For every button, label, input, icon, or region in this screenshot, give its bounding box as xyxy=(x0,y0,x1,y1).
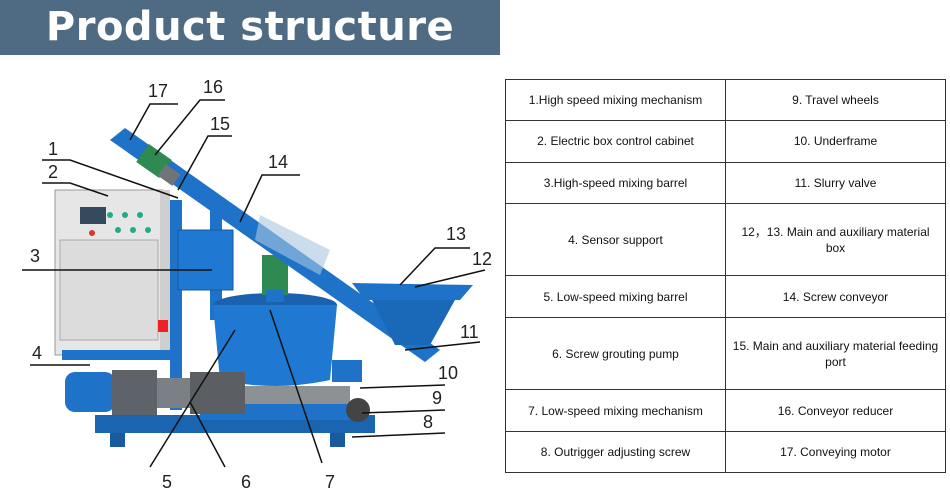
table-cell: 2. Electric box control cabinet xyxy=(505,120,726,163)
callout-7: 7 xyxy=(325,472,335,492)
callout-leaders xyxy=(22,99,486,468)
machine-diagram: 1 2 3 4 5 6 7 8 9 10 11 12 13 14 15 16 1… xyxy=(22,77,492,492)
table-cell: 7. Low-speed mixing mechanism xyxy=(505,389,726,432)
table-row: 6. Screw grouting pump 15. Main and auxi… xyxy=(505,316,946,391)
table-row: 1.High speed mixing mechanism 9. Travel … xyxy=(505,78,946,122)
table-cell: 10. Underframe xyxy=(725,120,946,163)
callout-6: 6 xyxy=(241,472,251,492)
screw-conveyor xyxy=(110,128,440,362)
callout-11: 11 xyxy=(460,322,479,342)
callout-15: 15 xyxy=(210,114,230,134)
callout-16: 16 xyxy=(203,77,223,97)
callout-1: 1 xyxy=(48,139,58,159)
table-row: 3.High-speed mixing barrel 11. Slurry va… xyxy=(505,161,946,204)
low-speed-mixing-barrel xyxy=(213,255,337,386)
table-row: 7. Low-speed mixing mechanism 16. Convey… xyxy=(505,389,946,432)
table-row: 5. Low-speed mixing barrel 14. Screw con… xyxy=(505,275,946,318)
table-cell: 17. Conveying motor xyxy=(725,430,946,474)
callout-3: 3 xyxy=(30,246,40,266)
table-cell: 16. Conveyor reducer xyxy=(725,389,946,432)
material-box xyxy=(352,283,473,345)
screw-grouting-pump xyxy=(65,370,370,422)
table-row: 2. Electric box control cabinet 10. Unde… xyxy=(505,120,946,163)
table-cell: 5. Low-speed mixing barrel xyxy=(505,275,726,318)
table-row: 8. Outrigger adjusting screw 17. Conveyi… xyxy=(505,430,946,474)
table-cell: 3.High-speed mixing barrel xyxy=(505,161,726,204)
callout-13: 13 xyxy=(446,224,466,244)
high-speed-mixing-barrel xyxy=(170,200,234,410)
table-cell: 4. Sensor support xyxy=(505,202,726,277)
title-banner xyxy=(0,0,500,55)
table-cell: 15. Main and auxiliary material feeding … xyxy=(725,316,946,391)
callout-8: 8 xyxy=(423,412,433,432)
electric-control-cabinet xyxy=(54,189,172,360)
table-cell: 8. Outrigger adjusting screw xyxy=(505,430,726,474)
callout-2: 2 xyxy=(48,162,58,182)
callout-14: 14 xyxy=(268,152,288,172)
slurry-valve xyxy=(332,360,362,382)
table-cell: 1.High speed mixing mechanism xyxy=(505,78,726,122)
table-cell: 6. Screw grouting pump xyxy=(505,316,726,391)
callout-17: 17 xyxy=(148,81,168,101)
table-cell: 9. Travel wheels xyxy=(725,78,946,122)
table-cell: 11. Slurry valve xyxy=(725,161,946,204)
callout-10: 10 xyxy=(438,363,458,383)
callout-12: 12 xyxy=(472,249,492,269)
callout-9: 9 xyxy=(432,388,442,408)
table-cell: 12，13. Main and auxiliary material box xyxy=(725,202,946,277)
page-title: Product structure xyxy=(45,4,455,50)
parts-table: 1.High speed mixing mechanism 9. Travel … xyxy=(505,78,946,474)
table-cell: 14. Screw conveyor xyxy=(725,275,946,318)
table-row: 4. Sensor support 12，13. Main and auxili… xyxy=(505,202,946,277)
callout-4: 4 xyxy=(32,343,42,363)
callout-5: 5 xyxy=(162,472,172,492)
